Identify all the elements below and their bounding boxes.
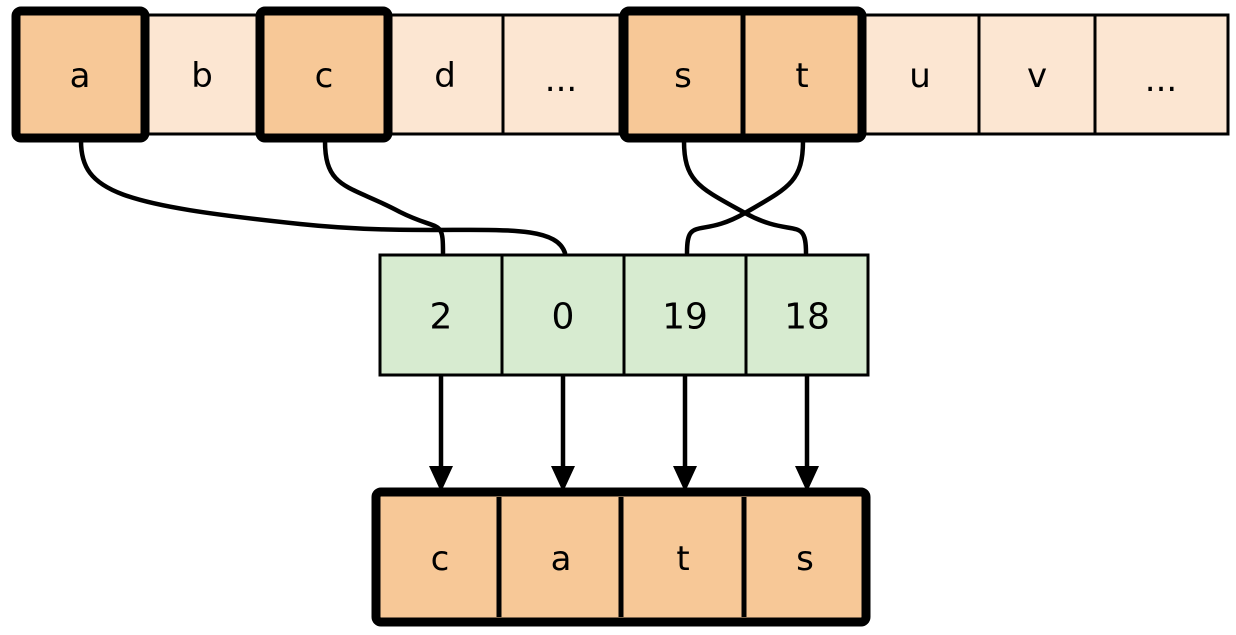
alphabet-cell-v[interactable]	[977, 13, 1097, 136]
index-array: 2 0 19 18	[378, 253, 870, 377]
output-label-0: c	[431, 539, 450, 579]
connector-s-to-index-18	[681, 138, 809, 256]
output-cell-1[interactable]: a	[551, 539, 572, 579]
output-cell-2[interactable]: t	[676, 539, 689, 579]
alphabet-cell-u[interactable]	[860, 13, 981, 136]
index-label-3: 18	[784, 297, 830, 338]
connector-t-to-index-19	[684, 138, 806, 256]
alphabet-label-7: u	[909, 56, 931, 96]
output-label-3: s	[796, 539, 814, 579]
arrow-index-2-to-output-2	[673, 376, 697, 492]
arrow-index-3-to-output-3	[795, 376, 819, 492]
connector-group	[78, 138, 809, 256]
alphabet-cell-c[interactable]	[260, 11, 388, 138]
alphabet-cell-a[interactable]	[16, 11, 145, 138]
index-label-0: 2	[430, 297, 453, 338]
alphabet-label-9: ...	[1145, 60, 1177, 100]
connector-c-to-index-2	[322, 138, 446, 256]
output-label-2: t	[676, 539, 689, 579]
arrow-index-0-to-output-0	[429, 376, 453, 492]
output-label-1: a	[551, 539, 572, 579]
arrow-group	[429, 376, 819, 492]
alphabet-label-1: b	[191, 56, 213, 96]
index-cell-3[interactable]: 18	[784, 297, 830, 338]
output-cell-0[interactable]: c	[431, 539, 450, 579]
alphabet-array: a b c d ... s t u v ...	[11, 6, 1230, 143]
alphabet-cell-t[interactable]	[743, 11, 862, 138]
index-cell-0[interactable]: 2	[430, 297, 453, 338]
alphabet-label-8: v	[1027, 56, 1047, 96]
alphabet-label-5: s	[674, 56, 692, 96]
alphabet-label-4: ...	[545, 60, 577, 100]
alphabet-cell-ellipsis-2[interactable]	[1093, 13, 1230, 136]
alphabet-highlight-box-st	[619, 6, 867, 143]
output-array: c a t s	[371, 487, 871, 627]
connector-a-to-index-0	[78, 138, 568, 256]
alphabet-label-2: c	[315, 56, 334, 96]
alphabet-label-6: t	[795, 56, 808, 96]
index-cell-1[interactable]: 0	[552, 297, 575, 338]
alphabet-label-0: a	[70, 56, 91, 96]
output-array-border	[371, 487, 871, 627]
index-cell-2[interactable]: 19	[662, 297, 708, 338]
alphabet-cell-b[interactable]	[143, 13, 262, 136]
index-label-1: 0	[552, 297, 575, 338]
alphabet-highlight-box-c	[255, 6, 393, 143]
index-label-2: 19	[662, 297, 708, 338]
alphabet-highlight-box-a	[11, 6, 150, 143]
alphabet-label-3: d	[434, 56, 456, 96]
output-cell-3[interactable]: s	[796, 539, 814, 579]
arrow-index-1-to-output-1	[551, 376, 575, 492]
alphabet-cell-s[interactable]	[624, 11, 743, 138]
